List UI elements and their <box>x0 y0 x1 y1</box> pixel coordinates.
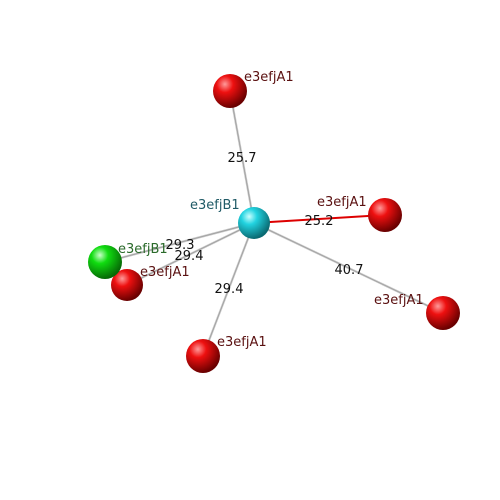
node-far-right[interactable] <box>426 296 460 330</box>
node-label-left-green: e3efjB1 <box>118 242 168 257</box>
edge-core-left-red <box>126 222 255 286</box>
edge-label-bottom: 29.4 <box>215 282 244 297</box>
edge-core-top <box>229 90 255 224</box>
node-label-bottom: e3efjA1 <box>217 335 267 350</box>
node-left-red[interactable] <box>111 269 143 301</box>
edge-right <box>253 214 386 224</box>
edge-label-top: 25.7 <box>228 151 257 166</box>
node-left-green[interactable] <box>88 245 122 279</box>
node-label-center: e3efjB1 <box>190 198 240 213</box>
edge-label-right: 25.2 <box>305 214 334 229</box>
node-label-far-right: e3efjA1 <box>374 293 424 308</box>
node-label-left-red: e3efjA1 <box>140 265 190 280</box>
edge-core-far-right <box>253 222 444 314</box>
node-bottom[interactable] <box>186 339 220 373</box>
node-center[interactable] <box>238 207 270 239</box>
node-label-right: e3efjA1 <box>317 195 367 210</box>
edge-label-left-red: 29.4 <box>175 249 204 264</box>
node-right[interactable] <box>368 198 402 232</box>
edge-core-left-green <box>104 222 255 263</box>
node-top[interactable] <box>213 74 247 108</box>
edge-core-bottom <box>202 222 255 357</box>
edge-label-left-green: 29.3 <box>166 238 195 253</box>
node-label-top: e3efjA1 <box>244 70 294 85</box>
edge-label-far-right: 40.7 <box>335 263 364 278</box>
